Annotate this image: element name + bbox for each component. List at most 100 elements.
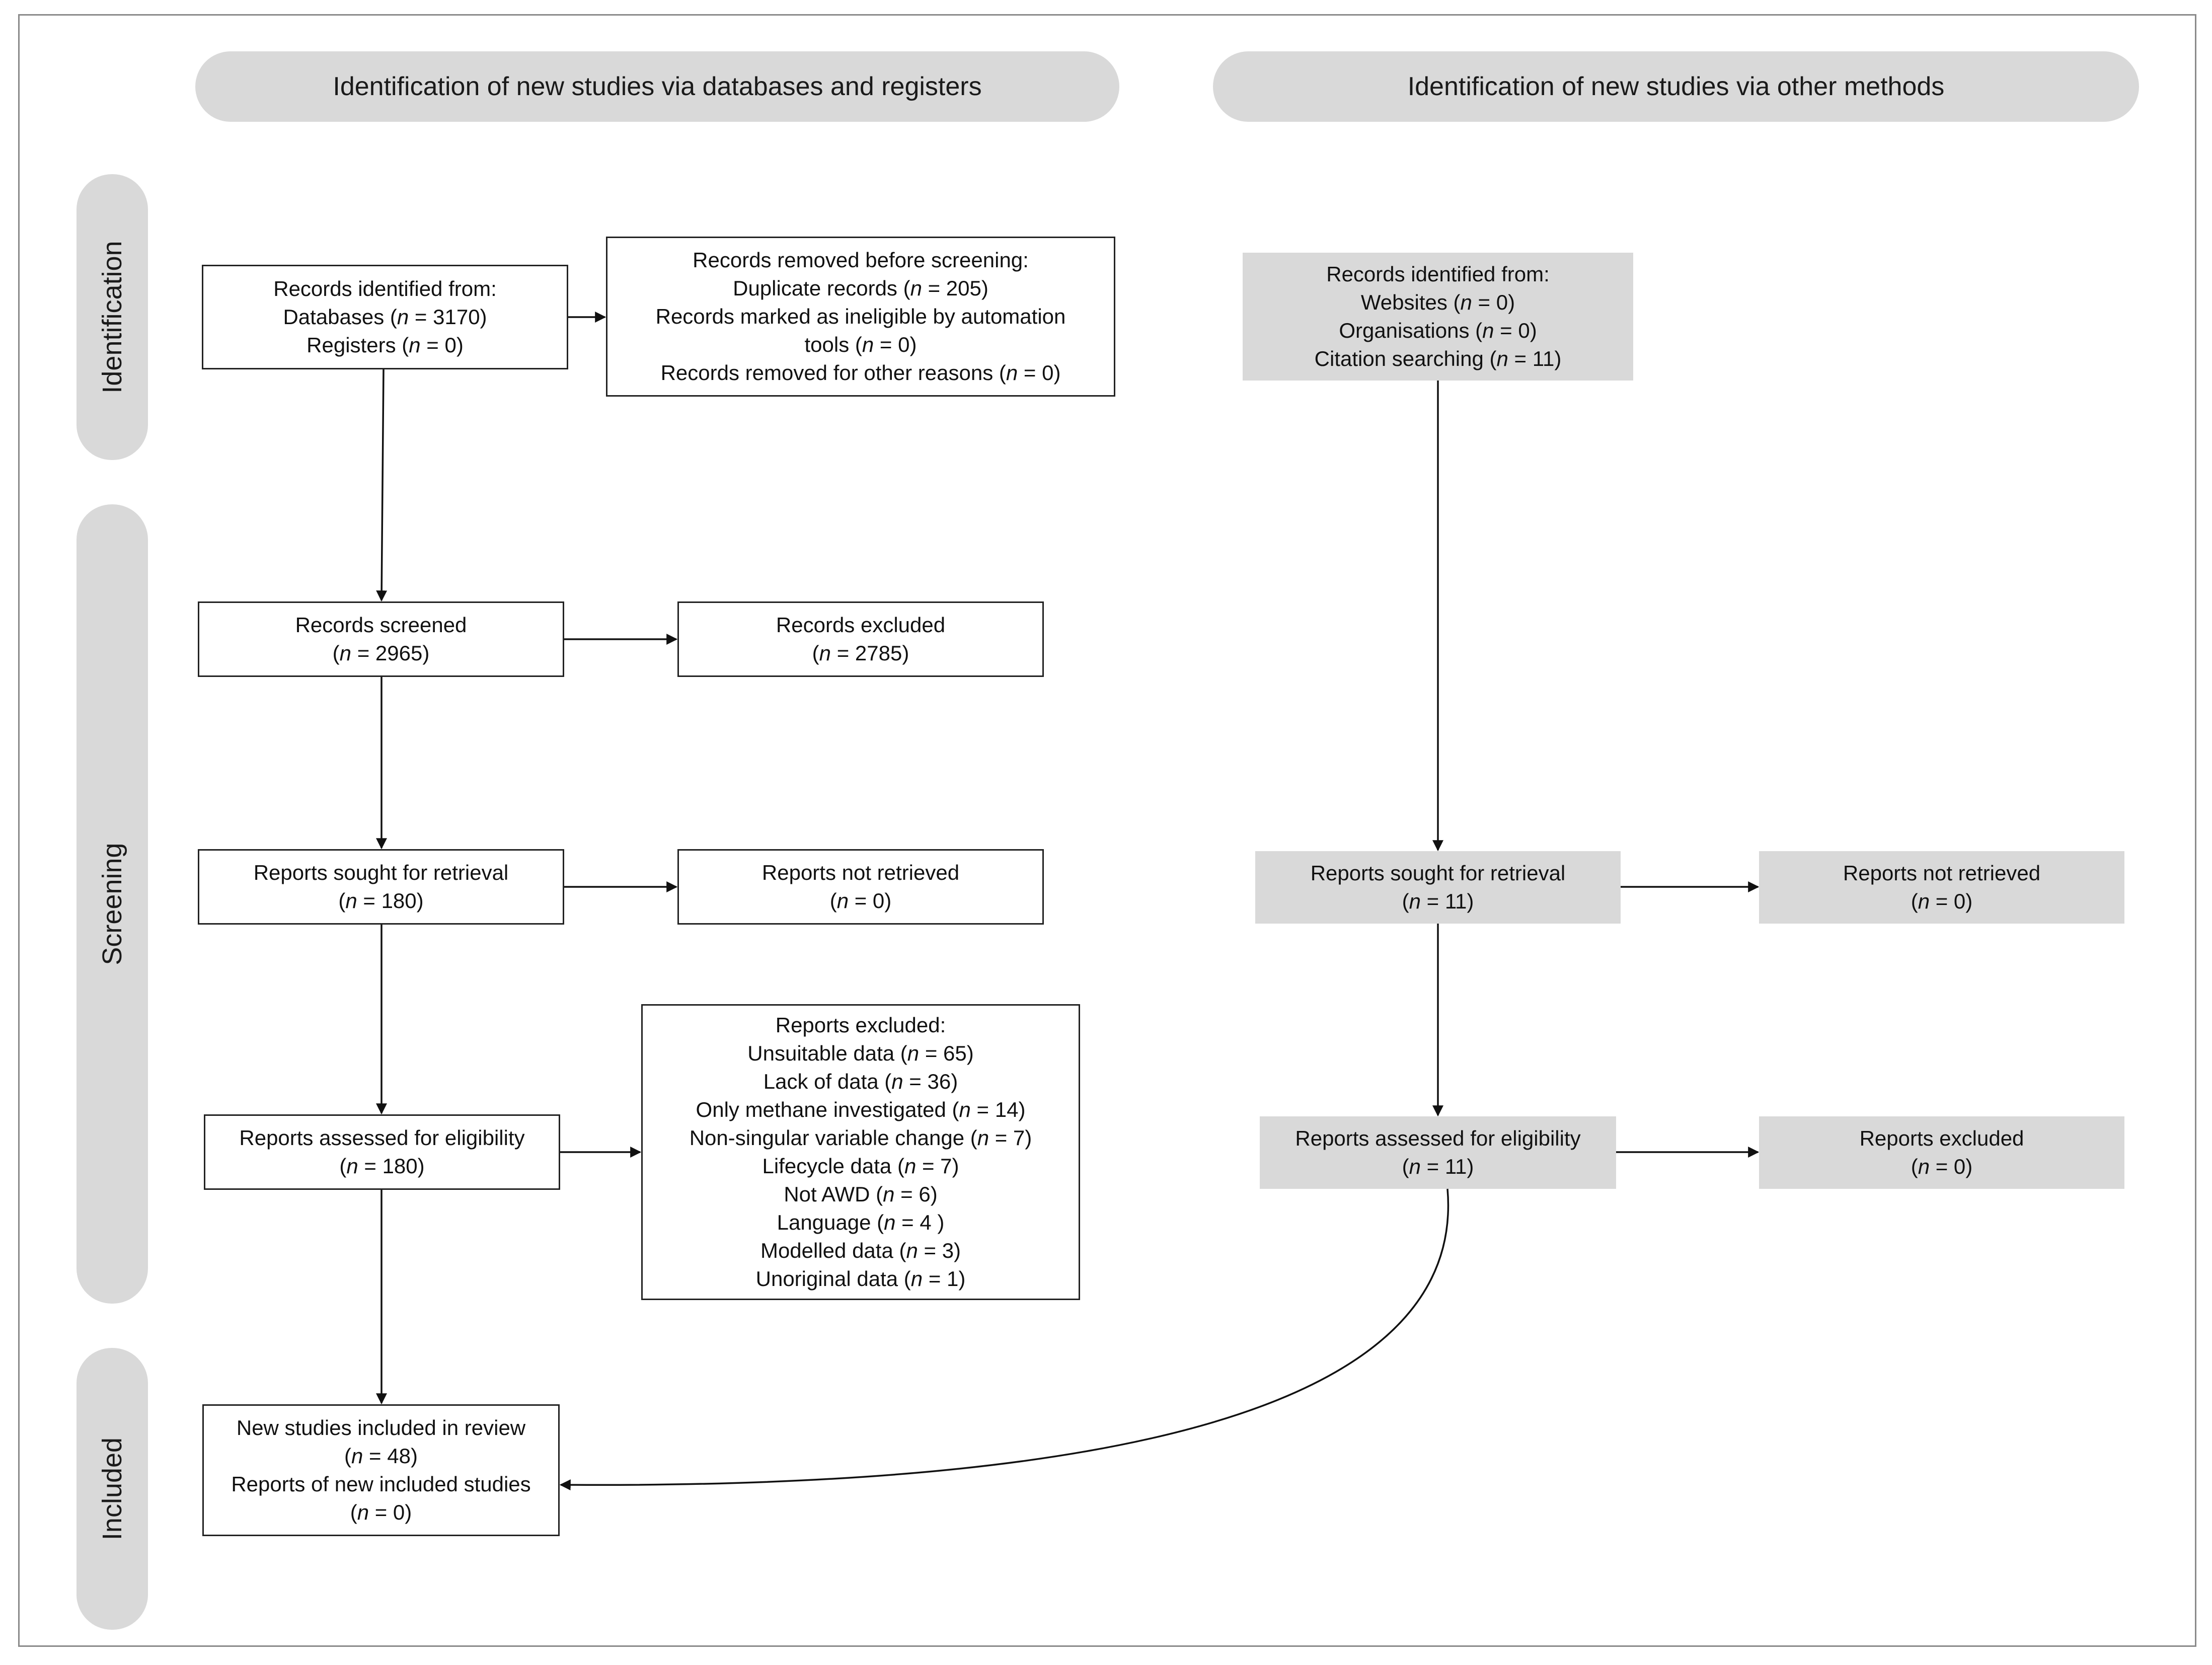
text: = 180)	[358, 1154, 425, 1178]
text: = 4 )	[895, 1210, 945, 1234]
text: Modelled data (	[760, 1239, 906, 1262]
box-line: Reports of new included studies	[231, 1472, 531, 1496]
exclusion-reason: Unsuitable data (n = 65)	[690, 1039, 1032, 1068]
stage-included: Included	[77, 1348, 148, 1630]
n-symbol: n	[836, 889, 849, 913]
header-other-label: Identification of new studies via other …	[1407, 72, 1945, 101]
text: = 2785)	[831, 641, 909, 665]
box-line: Reports assessed for eligibility	[1295, 1126, 1581, 1150]
text: tools (	[804, 333, 862, 356]
text: = 3170)	[409, 305, 487, 329]
text: Citation searching (	[1314, 347, 1497, 370]
text: Non-singular variable change (	[689, 1126, 977, 1150]
text: (	[332, 641, 340, 665]
n-symbol: n	[1918, 1155, 1930, 1178]
text: = 11)	[1508, 347, 1562, 370]
n-symbol: n	[409, 333, 421, 357]
arrow-other-assessed-to-included	[559, 1188, 1450, 1491]
text: = 1)	[923, 1267, 966, 1291]
text: (	[338, 889, 346, 913]
box-line: Reports sought for retrieval	[253, 861, 509, 884]
n-symbol: n	[904, 1154, 917, 1178]
box-line: Reports excluded:	[775, 1013, 946, 1037]
box-line: New studies included in review	[236, 1416, 526, 1440]
text: Websites (	[1360, 290, 1461, 314]
exclusion-reason: Lack of data (n = 36)	[690, 1068, 1032, 1096]
exclusion-reason: Only methane investigated (n = 14)	[690, 1096, 1032, 1124]
other-reports-sought-box: Reports sought for retrieval (n = 11)	[1255, 851, 1621, 924]
db-records-identified-box: Records identified from: Databases (n = …	[202, 265, 568, 369]
box-line: Records marked as ineligible by automati…	[655, 305, 1066, 328]
text: = 0)	[1018, 361, 1061, 385]
box-line: (n = 0)	[1911, 1153, 1973, 1181]
box-line: (n = 0)	[350, 1498, 412, 1527]
box-line: Registers (n = 0)	[307, 331, 464, 359]
text: Organisations (	[1339, 319, 1483, 342]
box-line: Reports sought for retrieval	[1310, 861, 1566, 885]
n-symbol: n	[959, 1098, 971, 1121]
n-symbol: n	[339, 641, 352, 665]
n-symbol: n	[862, 333, 874, 356]
text: (	[339, 1154, 347, 1178]
db-records-screened-box: Records screened (n = 2965)	[198, 601, 564, 677]
exclusion-reason: Unoriginal data (n = 1)	[690, 1265, 1032, 1293]
exclusion-reason: Language (n = 4 )	[690, 1208, 1032, 1237]
box-line: (n = 0)	[1911, 887, 1973, 916]
box-line: Databases (n = 3170)	[283, 303, 487, 331]
box-line: Websites (n = 0)	[1361, 288, 1515, 317]
text: = 0)	[420, 333, 464, 357]
text: (	[812, 641, 819, 665]
text: = 0)	[369, 1500, 412, 1524]
box-line: Records screened	[295, 613, 467, 637]
n-symbol: n	[1918, 889, 1930, 913]
n-symbol: n	[977, 1126, 989, 1150]
box-line: (n = 11)	[1402, 1153, 1474, 1181]
text: Lack of data (	[763, 1070, 892, 1093]
n-symbol: n	[906, 1239, 918, 1262]
text: (	[1402, 1155, 1409, 1178]
diagram-frame	[18, 14, 2196, 1647]
stage-identification: Identification	[77, 174, 148, 460]
n-symbol: n	[910, 1267, 923, 1291]
n-symbol: n	[883, 1182, 895, 1206]
n-symbol: n	[1482, 319, 1494, 342]
header-other-methods: Identification of new studies via other …	[1213, 51, 2139, 122]
box-line: Citation searching (n = 11)	[1315, 345, 1562, 373]
text: = 7)	[916, 1154, 959, 1178]
db-reports-sought-box: Reports sought for retrieval (n = 180)	[198, 849, 564, 925]
arrow-identified-to-screened	[376, 369, 388, 602]
box-line: Organisations (n = 0)	[1339, 317, 1537, 345]
text: Databases (	[283, 305, 397, 329]
n-symbol: n	[345, 889, 357, 913]
db-reports-excluded-box: Reports excluded: Unsuitable data (n = 6…	[641, 1004, 1080, 1300]
other-reports-excluded-box: Reports excluded (n = 0)	[1759, 1116, 2124, 1189]
text: (	[829, 889, 837, 913]
text: = 2965)	[351, 641, 430, 665]
text: Not AWD (	[784, 1182, 883, 1206]
box-line: Reports not retrieved	[761, 861, 960, 884]
other-reports-not-retrieved-box: Reports not retrieved (n = 0)	[1759, 851, 2124, 924]
text: = 11)	[1420, 1155, 1474, 1178]
box-line: (n = 0)	[830, 887, 892, 915]
box-line: (n = 180)	[339, 1152, 424, 1180]
n-symbol: n	[1409, 1155, 1421, 1178]
text: Unoriginal data (	[755, 1267, 911, 1291]
box-line: Records excluded	[776, 613, 946, 637]
n-symbol: n	[357, 1500, 369, 1524]
exclusion-reason: Modelled data (n = 3)	[690, 1237, 1032, 1265]
exclusion-reasons-list: Unsuitable data (n = 65)Lack of data (n …	[690, 1039, 1032, 1293]
header-databases-label: Identification of new studies via databa…	[333, 72, 982, 101]
text: Language (	[777, 1210, 884, 1234]
db-reports-assessed-box: Reports assessed for eligibility (n = 18…	[204, 1114, 560, 1190]
text: = 0)	[1930, 889, 1973, 913]
text: (	[1911, 889, 1918, 913]
db-studies-included-box: New studies included in review (n = 48) …	[202, 1404, 560, 1536]
n-symbol: n	[1496, 347, 1508, 370]
exclusion-reason: Not AWD (n = 6)	[690, 1180, 1032, 1208]
n-symbol: n	[1006, 361, 1018, 385]
box-line: Duplicate records (n = 205)	[733, 274, 988, 302]
text: = 0)	[849, 889, 892, 913]
box-line: Records identified from:	[273, 277, 497, 300]
box-line: Records identified from:	[1326, 262, 1550, 286]
